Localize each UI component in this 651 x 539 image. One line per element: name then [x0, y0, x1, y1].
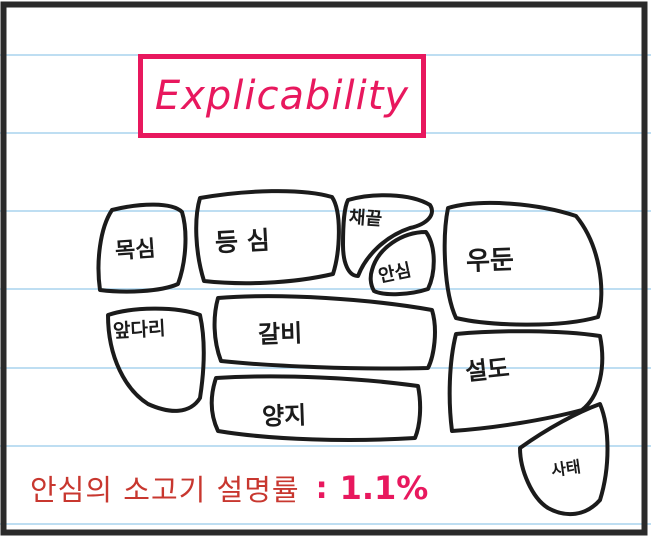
footer-label: 안심의 소고기 설명률 [30, 473, 300, 507]
label-seoldo: 설도 [463, 353, 511, 387]
region-udun [442, 200, 604, 327]
label-udun: 우둔 [465, 245, 515, 277]
footer-caption: 안심의 소고기 설명률 : 1.1% [30, 464, 428, 512]
region-satae [518, 402, 610, 517]
region-moksim [96, 202, 188, 294]
label-galbi: 갈비 [257, 319, 303, 349]
label-chaekkeut: 채끝 [348, 206, 383, 231]
title-box: Explicability [138, 54, 426, 138]
label-apdari: 앞다리 [112, 317, 167, 343]
region-chaekkeut [341, 193, 434, 278]
label-deungsim: 등 심 [214, 225, 271, 258]
region-apdari [106, 306, 206, 413]
region-deungsim [194, 189, 341, 286]
label-yangji: 양지 [261, 401, 307, 431]
label-satae: 사태 [550, 457, 582, 480]
label-moksim: 목심 [114, 236, 157, 265]
region-galbi [212, 294, 437, 371]
footer-value: 1.1% [339, 469, 429, 507]
footer-colon: : [315, 470, 328, 506]
region-yangji [209, 374, 423, 442]
title-text: Explicability [154, 73, 410, 119]
region-ansim [368, 230, 436, 297]
